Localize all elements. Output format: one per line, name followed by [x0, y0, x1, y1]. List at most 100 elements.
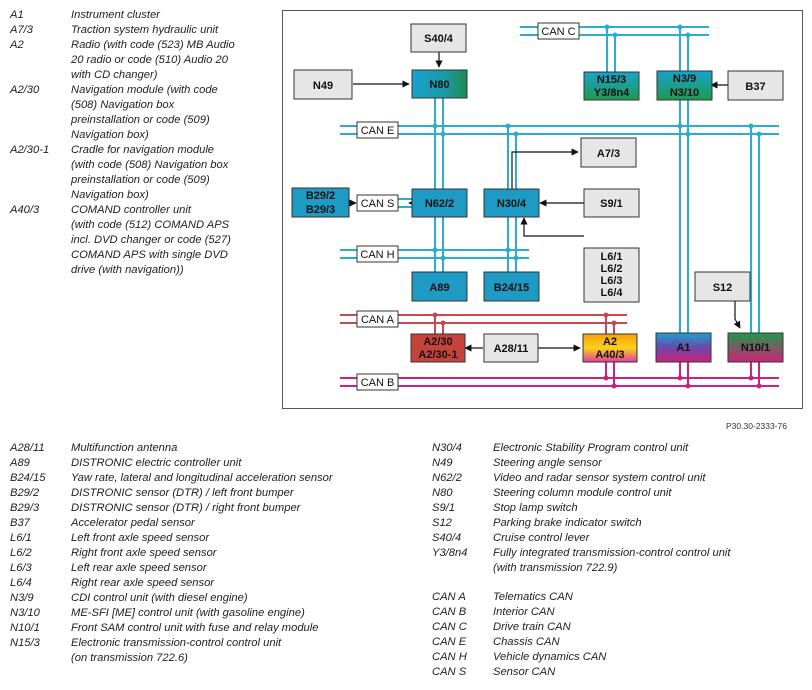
can-h-label-box — [356, 245, 399, 263]
legend-entry: S12 Parking brake indicator switch — [432, 516, 802, 531]
legend-description-line: incl. DVD changer or code (527) — [71, 234, 231, 246]
legend-code: CAN H — [432, 651, 467, 663]
legend-code: A2/30-1 — [10, 144, 50, 156]
a2-30-1-label: A2/30-1 — [418, 349, 457, 361]
legend-description-line: Parking brake indicator switch — [493, 517, 642, 529]
legend-description-line: (with code (512) COMAND APS — [71, 219, 230, 231]
legend-description: Right front axle speed sensor — [71, 546, 420, 561]
s12-box — [694, 271, 751, 302]
legend-description-line: Left rear axle speed sensor — [71, 562, 207, 574]
legend-description-line: (on transmission 722.6) — [71, 652, 188, 664]
legend-code: N3/10 — [10, 607, 40, 619]
n49-label: N49 — [313, 80, 333, 92]
legend-code: S12 — [432, 517, 452, 529]
n3-9-label: N3/9 — [673, 73, 696, 85]
l6-2-label: L6/2 — [600, 263, 622, 275]
y3-8n4-label: Y3/8n4 — [594, 87, 630, 99]
a28-11-box — [483, 333, 539, 363]
junction-dots-magenta — [603, 375, 762, 389]
legend-description-line: Cradle for navigation module — [71, 144, 215, 156]
legend-description-line: Multifunction antenna — [71, 442, 178, 454]
legend-description-line: preinstallation or code (509) — [71, 174, 210, 186]
legend-code: A1 — [10, 9, 24, 21]
legend-description-line: Chassis CAN — [493, 636, 560, 648]
legend-description: Traction system hydraulic unit — [71, 23, 272, 38]
legend-description: Electronic transmission-control control … — [71, 636, 420, 666]
b29-box — [291, 187, 350, 218]
can-e-label: CAN E — [361, 125, 395, 137]
legend-description-line: DISTRONIC electric controller unit — [71, 457, 242, 469]
legend-gap — [432, 576, 802, 590]
legend-code: A89 — [10, 457, 30, 469]
legend-description: ME-SFI [ME] control unit (with gasoline … — [71, 606, 420, 621]
a89-box — [411, 271, 468, 302]
legend-description: Steering angle sensor — [493, 456, 802, 471]
n80-label: N80 — [429, 79, 449, 91]
a2-label: A2 — [603, 336, 617, 348]
legend-description-line: Right front axle speed sensor — [71, 547, 217, 559]
legend-entry: CAN S Sensor CAN — [432, 665, 802, 680]
legend-description-line: Left front axle speed sensor — [71, 532, 210, 544]
a1-box — [655, 332, 712, 363]
legend-code: L6/1 — [10, 532, 32, 544]
legend-description-line: Sensor CAN — [493, 666, 556, 678]
l6-3-label: L6/3 — [600, 275, 622, 287]
legend-description-line: Accelerator pedal sensor — [71, 517, 195, 529]
legend-description: Steering column module control unit — [493, 486, 802, 501]
legend-code: A7/3 — [10, 24, 34, 36]
legend-description-line: with CD changer) — [71, 69, 158, 81]
legend-description: CDI control unit (with diesel engine) — [71, 591, 420, 606]
legend-description: DISTRONIC electric controller unit — [71, 456, 420, 471]
b29-3-label: B29/3 — [306, 204, 335, 216]
legend-code: CAN S — [432, 666, 467, 678]
s12-label: S12 — [713, 282, 733, 294]
a89-label: A89 — [429, 282, 449, 294]
a2-box — [582, 333, 638, 363]
n49-box — [293, 69, 353, 100]
can-b-label: CAN B — [361, 377, 395, 389]
n3-9-box — [656, 70, 713, 101]
legend-entry: A89 DISTRONIC electric controller unit — [10, 456, 420, 471]
legend-description: Right rear axle speed sensor — [71, 576, 420, 591]
legend-description: COMAND controller unit(with code (512) C… — [71, 203, 272, 278]
n62-2-box — [411, 188, 468, 218]
a28-11-label: A28/11 — [494, 343, 529, 355]
legend-description: Chassis CAN — [493, 635, 802, 650]
n3-10-label: N3/10 — [670, 87, 699, 99]
legend-description: DISTRONIC sensor (DTR) / left front bump… — [71, 486, 420, 501]
can-s-label-box — [356, 194, 399, 212]
signal-arrows — [349, 52, 741, 352]
can-a-label-box — [356, 310, 399, 328]
legend-entry: N3/10 ME-SFI [ME] control unit (with gaso… — [10, 606, 420, 621]
legend-description-line: ME-SFI [ME] control unit (with gasoline … — [71, 607, 305, 619]
b37-label: B37 — [745, 81, 765, 93]
junction-dots — [432, 24, 762, 261]
legend-description-line: Steering angle sensor — [493, 457, 602, 469]
legend-entry: A7/3 Traction system hydraulic unit — [10, 23, 272, 38]
n15-3-label: N15/3 — [597, 74, 626, 86]
legend-description-line: (with transmission 722.9) — [493, 562, 618, 574]
legend-description: Video and radar sensor system control un… — [493, 471, 802, 486]
legend-description: Parking brake indicator switch — [493, 516, 802, 531]
legend-description-line: Electronic Stability Program control uni… — [493, 442, 689, 454]
legend-description: Electronic Stability Program control uni… — [493, 441, 802, 456]
